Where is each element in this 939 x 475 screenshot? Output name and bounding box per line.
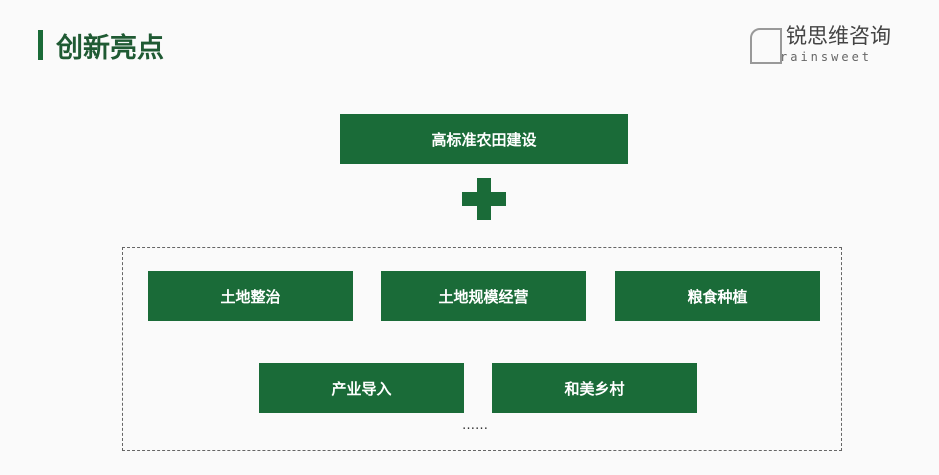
box-grain-planting: 粮食种植 — [615, 271, 820, 321]
logo-text-en: rainsweet — [780, 50, 873, 64]
box-beautiful-village: 和美乡村 — [492, 363, 697, 413]
top-box: 高标准农田建设 — [340, 114, 628, 164]
box-land-scale-operation: 土地规模经营 — [381, 271, 586, 321]
plus-icon-vertical — [477, 178, 491, 220]
company-logo: 锐思维咨询 rainsweet — [750, 20, 920, 70]
ellipsis: …… — [462, 418, 488, 433]
box-industry-introduction: 产业导入 — [259, 363, 464, 413]
box-land-remediation: 土地整治 — [148, 271, 353, 321]
logo-mark-icon — [750, 28, 782, 64]
title-accent-bar — [38, 30, 43, 60]
page-title: 创新亮点 — [56, 33, 164, 64]
dashed-group — [122, 247, 842, 451]
logo-text-cn: 锐思维咨询 — [786, 24, 891, 48]
